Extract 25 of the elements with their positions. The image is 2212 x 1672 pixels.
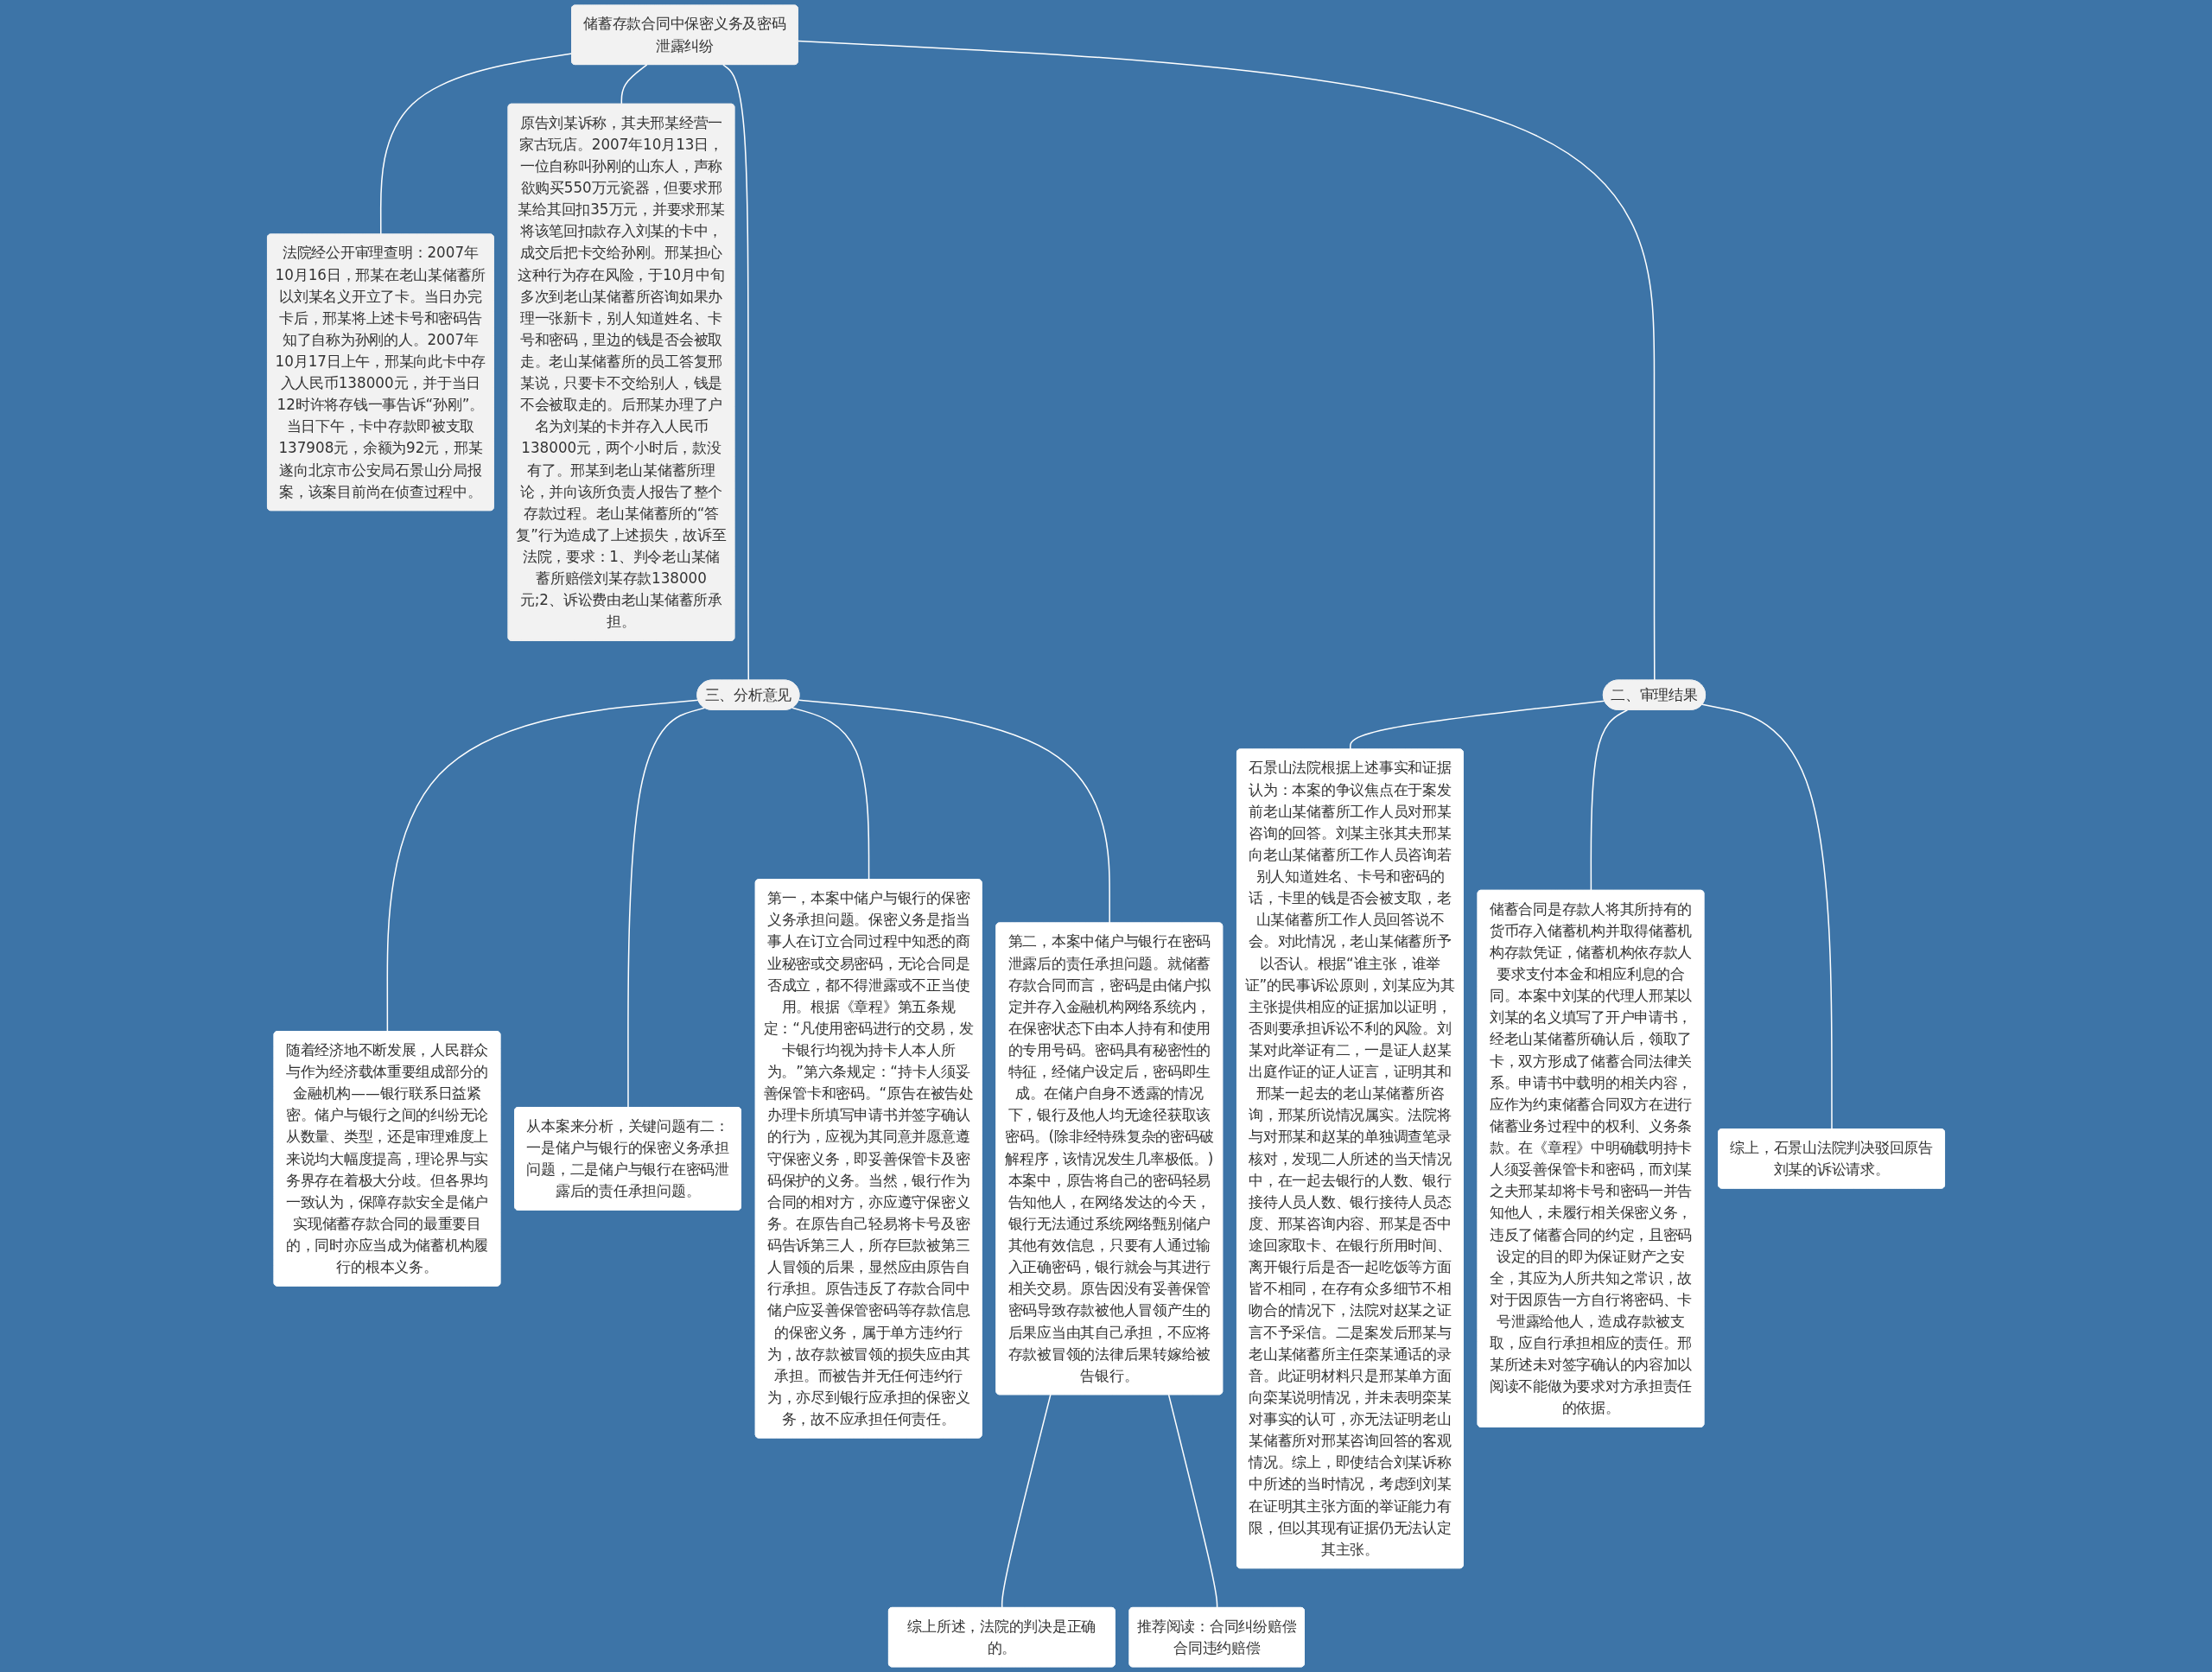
connector-line: [1590, 709, 1629, 892]
connector-line: [1701, 703, 1833, 1130]
topic-node: 从本案来分析，关键问题有二：一是储户与银行的保密义务承担问题，二是储户与银行在密码泄露后的责任承担问题。: [514, 1107, 741, 1211]
connector-line: [1001, 1394, 1052, 1609]
topic-node: 随着经济地不断发展，人民群众与作为经济载体重要组成部分的金融机构——银行联系日益紧密。储户与银行之间的纠纷无论从数量、类型，还是审理难度上来说均大幅度提高，理论界与实务界存在着极大分歧。但各界均一致认为，保障存款安全是储户实现储蓄存款合同的最重要目的，同时亦应当成为储蓄机构履行的根本义务。: [273, 1031, 501, 1287]
topic-node: 第一，本案中储户与银行的保密义务承担问题。保密义务是指当事人在订立合同过程中知悉的商业秘密或交易密码，无论合同是否成立，都不得泄露或不正当使用。根据《章程》第五条规定：“凡使用密码进行的交易，发卡银行均视为持卡人本人所为。”第六条规定：“持卡人须妥善保管卡和密码。“原告在被告处办理卡所填写申请书并签字确认的行为，应视为其同意并愿意遵守保密义务，即妥善保管卡及密码保护的义务。当然，银行作为合同的相对方，亦应遵守保密义务。在原告自己轻易将卡号及密码告诉第三人，所存巨款被第三人冒领的后果，显然应由原告自行承担。原告违反了存款合同中储户应妥善保管密码等存款信息的保密义务，属于单方违约行为，故存款被冒领的损失应由其承担。而被告并无任何违约行为，亦尽到银行应承担的保密义务，故不应承担任何责任。: [754, 879, 982, 1439]
topic-node: 储蓄合同是存款人将其所持有的货币存入储蓄机构并取得储蓄机构存款凭证，储蓄机构依存款人要求支付本金和相应利息的合同。本案中刘某的代理人邢某以刘某的名义填写了开户申请书，经老山某储蓄所确认后，领取了卡，双方形成了储蓄合同法律关系。申请书中载明的相关内容，应作为约束储蓄合同双方在进行储蓄业务过程中的权利、义务条款。在《章程》中明确载明持卡人须妥善保管卡和密码，而刘某之夫邢某却将卡号和密码一并告知他人，未履行相关保密义务，违反了储蓄合同的约定，且密码设定的目的即为保证财产之安全，其应为人所共知之常识，故对于因原告一方自行将密码、卡号泄露给他人，造成存款被支取，应自行承担相应的责任。邢某所述未对签字确认的内容加以阅读不能做为要求对方承担责任的依据。: [1477, 889, 1705, 1427]
connector-line: [627, 707, 706, 1109]
connector-line: [791, 707, 870, 881]
topic-node: 法院经公开审理查明：2007年10月16日，邢某在老山某储蓄所以刘某名义开立了卡。当日办完卡后，邢某将上述卡号和密码告知了自称为孙刚的人。2007年10月17日上午，邢某向此卡中存入人民币138000元，并于当日12时许将存钱一事告诉“孙刚”。当日下午，卡中存款即被支取137908元，余额为92元，邢某遂向北京市公安局石景山分局报案，该案目前尚在侦查过程中。: [267, 233, 494, 512]
topic-node: 第二，本案中储户与银行在密码泄露后的责任承担问题。就储蓄存款合同而言，密码是由储户拟定并存入金融机构网络系统内，在保密状态下由本人持有和使用的专用号码。密码具有秘密性的特征，经储户设定后，密码即生成。在储户自身不透露的情况下，银行及他人均无途径获取该密码。(除非经特殊复杂的密码破解程序，该情况发生几率极低。)本案中，原告将自己的密码轻易告知他人，在网络发达的今天，银行无法通过系统网络甄别储户其他有效信息，只要有人通过输入正确密码，银行就会与其进行相关交易。原告因没有妥善保管密码导致存款被他人冒领产生的后果应当由其自己承担，不应将存款被冒领的法律后果转嫁给被告银行。: [995, 922, 1224, 1395]
connector-line: [620, 64, 648, 105]
connector-line: [386, 699, 699, 1033]
topic-node: 储蓄存款合同中保密义务及密码泄露纠纷: [571, 4, 798, 65]
connector-line: [722, 64, 750, 682]
topic-node: 三、分析意见: [696, 679, 800, 710]
connector-line: [798, 40, 1656, 682]
topic-node: 综上，石景山法院判决驳回原告刘某的诉讼请求。: [1718, 1128, 1945, 1189]
connector-line: [1167, 1394, 1218, 1609]
topic-node: 原告刘某诉称，其夫邢某经营一家古玩店。2007年10月13日，一位自称叫孙刚的山东人，声称欲购买550万元瓷器，但要求邢某给其回扣35万元，并要求邢某将该笔回扣款存入刘某的卡中，成交后把卡交给孙刚。邢某担心这种行为存在风险，于10月中旬多次到老山某储蓄所咨询如果办理一张新卡，别人知道姓名、卡号和密码，里边的钱是否会被取走。老山某储蓄所的员工答复邢某说，只要卡不交给别人，钱是不会被取走的。后邢某办理了户名为刘某的卡并存入人民币138000元，两个小时后，款没有了。邢某到老山某储蓄所理论，并向该所负责人报告了整个存款过程。老山某储蓄所的“答复”行为造成了上述损失，故诉至法院，要求：1、判令老山某储蓄所赔偿刘某存款138000元;2、诉讼费由老山某储蓄所承担。: [507, 103, 735, 641]
topic-node: 二、审理结果: [1603, 679, 1706, 710]
topic-node: 石景山法院根据上述事实和证据认为：本案的争议焦点在于案发前老山某储蓄所工作人员对邢某咨询的回答。刘某主张其夫邢某向老山某储蓄所工作人员咨询若别人知道姓名、卡号和密码的话，卡里的钱是否会被支取，老山某储蓄所工作人员回答说不会。对此情况，老山某储蓄所予以否认。根据“谁主张，谁举证”的民事诉讼原则，刘某应为其主张提供相应的证据加以证明，否则要承担诉讼不利的风险。刘某对此举证有二，一是证人赵某出庭作证的证人证言，证明其和邢某一起去的老山某储蓄所咨询，邢某所说情况属实。法院将与对邢某和赵某的单独调查笔录核对，发现二人所述的当天情况中，在一起去银行的人数、银行接待人员人数、银行接待人员态度、邢某咨询内容、邢某是否中途回家取卡、在银行所用时间、离开银行后是否一起吃饭等方面皆不相同，在存有众多细节不相吻合的情况下，法院对赵某之证言不予采信。二是案发后邢某与老山某储蓄所主任栾某通话的录音。此证明材料只是邢某单方面向栾某说明情况，并未表明栾某对事实的认可，亦无法证明老山某储蓄所对邢某咨询回答的客观情况。综上，即使结合刘某诉称中所述的当时情况，考虑到刘某在证明其主张方面的举证能力有限，但以其现有证据仍无法认定其主张。: [1236, 748, 1464, 1569]
connector-line: [1349, 700, 1605, 751]
topic-node: 综上所述，法院的判决是正确的。: [888, 1607, 1116, 1668]
topic-node: 推荐阅读：合同纠纷赔偿 合同违约赔偿: [1128, 1607, 1305, 1668]
